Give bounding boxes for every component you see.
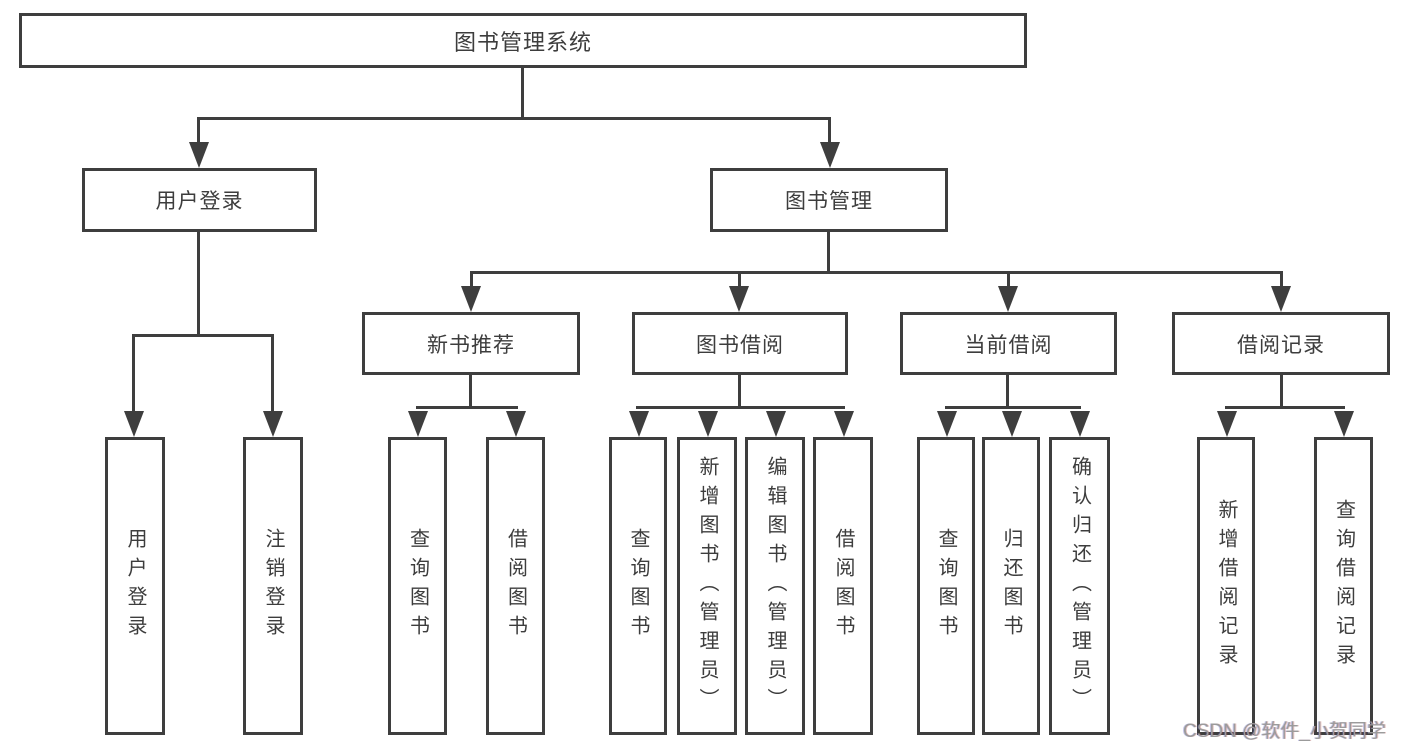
- connector-line: [132, 334, 135, 414]
- arrowhead-icon: [506, 411, 526, 437]
- node-label: 当前借阅: [964, 333, 1053, 357]
- connector-line: [197, 117, 831, 120]
- node-label: 查询图书: [406, 528, 429, 644]
- connector-line: [521, 66, 524, 119]
- connector-line: [1225, 406, 1345, 409]
- leaf-borrow-book-1: 借阅图书: [486, 437, 545, 735]
- connector-line: [828, 117, 831, 147]
- connector-line: [1006, 373, 1009, 409]
- leaf-query-book-2: 查询图书: [609, 437, 667, 735]
- node-borrow-record: 借阅记录: [1172, 312, 1390, 375]
- arrowhead-icon: [1002, 411, 1022, 437]
- node-label: 新书推荐: [427, 333, 515, 357]
- node-label: 新增借阅记录: [1215, 499, 1237, 673]
- connector-line: [197, 230, 200, 337]
- node-label: 查询图书: [627, 528, 649, 644]
- node-label: 借阅图书: [504, 528, 527, 644]
- node-label: 编辑图书（管理员）: [764, 455, 786, 717]
- leaf-query-borrow-record: 查询借阅记录: [1314, 437, 1373, 735]
- connector-line: [738, 271, 741, 291]
- leaf-return-book: 归还图书: [982, 437, 1040, 735]
- node-user-login-module: 用户登录: [82, 168, 317, 232]
- connector-line: [636, 406, 845, 409]
- arrowhead-icon: [998, 286, 1018, 312]
- node-label: 归还图书: [1000, 528, 1022, 644]
- node-label: 查询借阅记录: [1332, 499, 1355, 673]
- arrowhead-icon: [729, 286, 749, 312]
- node-book-borrow: 图书借阅: [632, 312, 848, 375]
- node-label: 图书管理: [785, 190, 873, 213]
- csdn-watermark: CSDN @软件_小贺同学: [1183, 721, 1386, 742]
- connector-line: [197, 117, 200, 147]
- connector-line: [416, 406, 518, 409]
- leaf-borrow-book-2: 借阅图书: [813, 437, 873, 735]
- arrowhead-icon: [698, 411, 718, 437]
- leaf-add-borrow-record: 新增借阅记录: [1197, 437, 1255, 735]
- connector-line: [469, 373, 472, 409]
- leaf-query-book-3: 查询图书: [917, 437, 975, 735]
- connector-line: [738, 373, 741, 409]
- arrowhead-icon: [461, 286, 481, 312]
- arrowhead-icon: [834, 411, 854, 437]
- arrowhead-icon: [408, 411, 428, 437]
- arrowhead-icon: [1271, 286, 1291, 312]
- node-book-management-module: 图书管理: [710, 168, 948, 232]
- arrowhead-icon: [1334, 411, 1354, 437]
- leaf-confirm-return-admin: 确认归还（管理员）: [1049, 437, 1110, 735]
- arrowhead-icon: [189, 142, 209, 168]
- leaf-edit-book-admin: 编辑图书（管理员）: [745, 437, 805, 735]
- node-new-book-recommend: 新书推荐: [362, 312, 580, 375]
- arrowhead-icon: [820, 142, 840, 168]
- node-label: 借阅记录: [1237, 333, 1325, 357]
- node-label: 注销登录: [262, 528, 284, 644]
- arrowhead-icon: [1217, 411, 1237, 437]
- node-label: 查询图书: [935, 528, 957, 644]
- connector-line: [470, 271, 473, 291]
- leaf-add-book-admin: 新增图书（管理员）: [677, 437, 737, 735]
- arrowhead-icon: [1070, 411, 1090, 437]
- arrowhead-icon: [937, 411, 957, 437]
- arrowhead-icon: [124, 411, 144, 437]
- node-label: 确认归还（管理员）: [1068, 455, 1091, 717]
- node-label: 用户登录: [124, 528, 146, 644]
- connector-line: [827, 230, 830, 274]
- connector-line: [945, 406, 1081, 409]
- leaf-query-book-1: 查询图书: [388, 437, 447, 735]
- node-root-system: 图书管理系统: [19, 13, 1027, 68]
- leaf-logout: 注销登录: [243, 437, 303, 735]
- node-label: 借阅图书: [832, 528, 854, 644]
- connector-line: [271, 334, 274, 414]
- connector-line: [1007, 271, 1010, 291]
- node-label: 用户登录: [155, 190, 244, 213]
- arrowhead-icon: [629, 411, 649, 437]
- connector-line: [1280, 373, 1283, 409]
- node-label: 图书借阅: [696, 333, 784, 357]
- arrowhead-icon: [766, 411, 786, 437]
- connector-line: [1280, 271, 1283, 291]
- node-label: 图书管理系统: [453, 29, 592, 55]
- connector-line: [132, 334, 274, 337]
- node-label: 新增图书（管理员）: [696, 455, 718, 717]
- arrowhead-icon: [263, 411, 283, 437]
- node-current-borrow: 当前借阅: [900, 312, 1117, 375]
- connector-line: [470, 271, 1283, 274]
- leaf-user-login: 用户登录: [105, 437, 165, 735]
